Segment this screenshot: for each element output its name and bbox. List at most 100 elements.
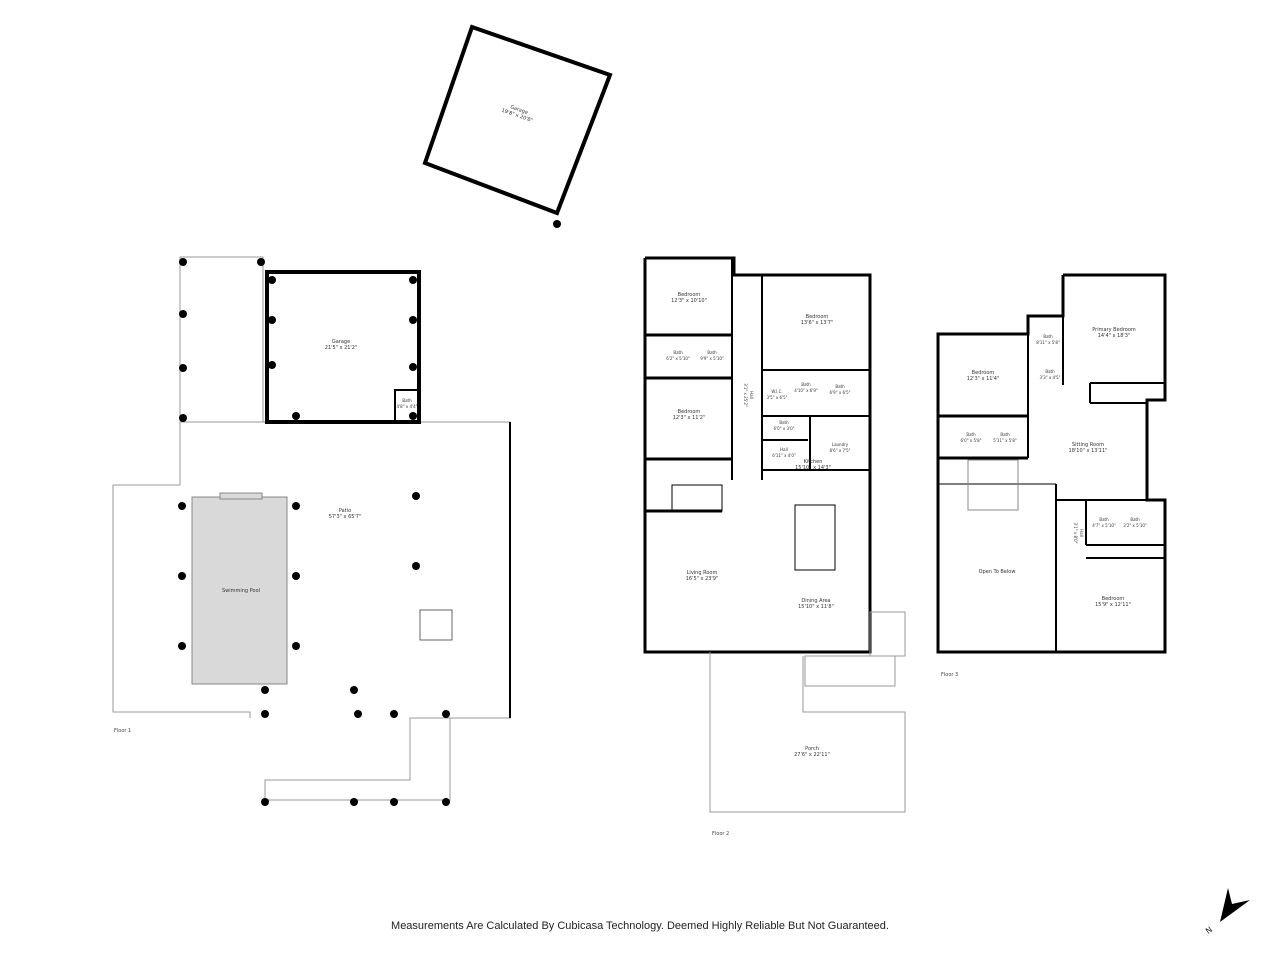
- room-dims: 3'1" x 25'2": [743, 383, 748, 407]
- floor2-porch: [709, 611, 906, 813]
- room-name: Primary Bedroom: [1092, 327, 1136, 333]
- floor1-walls: [112, 256, 511, 801]
- room-name: Bath: [707, 350, 717, 355]
- room-dims: 12'3" x 10'10": [671, 298, 707, 304]
- detached-garage-walls: [422, 24, 613, 228]
- room-name: Bath: [673, 350, 683, 355]
- room-name: Sitting Room: [1071, 442, 1105, 448]
- room-dims: 3'1" x 8'0": [1073, 522, 1078, 544]
- room-dims: 14'4" x 18'3": [1097, 333, 1131, 339]
- room-name: Bath: [835, 384, 845, 389]
- room-dims: 4'8" x 4'4": [396, 404, 418, 409]
- room-name: W.I.C.: [771, 389, 783, 394]
- room-name: Bedroom: [677, 409, 701, 415]
- room-dims: 21'5" x 21'2": [324, 345, 358, 351]
- room-name: Bath: [801, 382, 811, 387]
- disclaimer-footer: Measurements Are Calculated By Cubicasa …: [391, 920, 889, 932]
- floor1-columns: [178, 258, 450, 806]
- room-name: Bath: [779, 420, 789, 425]
- room-dims: 57'3" x 65'7": [328, 514, 362, 520]
- room-dims: 8'11" x 5'8": [1036, 340, 1060, 345]
- room-dims: 3'2" x 5'10": [1123, 523, 1147, 528]
- room-dims: 15'9" x 12'11": [1095, 602, 1131, 608]
- room-dims: 3'3" x 4'5": [1039, 375, 1061, 380]
- room-name: Swimming Pool: [221, 588, 261, 594]
- room-dims: 3'5" x 6'5": [766, 395, 788, 400]
- room-dims: 9'9" x 5'10": [700, 356, 724, 361]
- room-dims: 12'3" x 11'4": [966, 376, 1000, 382]
- room-name: Open To Below: [978, 569, 1016, 575]
- room-name: Dining Area: [801, 598, 831, 604]
- room-name: Bath: [1099, 517, 1109, 522]
- room-label-pool: Swimming Pool: [222, 588, 260, 594]
- room-label-open-to-below: Open To Below: [979, 569, 1016, 575]
- room-dims: 18'10" x 13'11": [1068, 448, 1108, 454]
- room-name: Laundry: [831, 442, 849, 447]
- room-name: Bedroom: [677, 292, 701, 298]
- room-name: Bath: [1045, 369, 1055, 374]
- room-name: Hall: [749, 391, 754, 399]
- room-name: Bedroom: [805, 314, 829, 320]
- room-dims: 13'6" x 13'7": [800, 320, 834, 326]
- room-name: Bedroom: [1101, 596, 1125, 602]
- room-name: Porch: [805, 746, 819, 752]
- room-dims: 6'11" x 4'0": [772, 453, 796, 458]
- room-dims: 12'3" x 11'2": [672, 415, 706, 421]
- room-dims: 8'6" x 7'5": [829, 448, 851, 453]
- room-dims: 4'7" x 5'10": [1092, 523, 1116, 528]
- room-name: Hall: [780, 447, 788, 452]
- north-arrow-icon: [1220, 888, 1250, 922]
- room-name: Bath: [1043, 334, 1053, 339]
- room-dims: 4'10" x 6'9": [794, 388, 818, 393]
- room-label-wic: W.I.C.3'5" x 6'5": [767, 389, 788, 401]
- room-dims: 6'0" x 5'8": [960, 438, 982, 443]
- floor3-walls: [936, 273, 1167, 654]
- floor-1-label: Floor 1: [114, 728, 132, 734]
- room-name: Living Room: [686, 570, 718, 576]
- floor1-garage-walls: [265, 270, 421, 424]
- floor-3-label: Floor 3: [941, 672, 959, 678]
- room-name: Kitchen: [803, 459, 823, 465]
- room-dims: 15'10" x 14'3": [795, 465, 831, 471]
- room-dims: 6'9" x 6'5": [829, 390, 851, 395]
- room-name: Bath: [1000, 432, 1010, 437]
- floor-2-label: Floor 2: [712, 831, 730, 837]
- room-dims: 6'2" x 5'10": [666, 356, 690, 361]
- room-name: Hall: [1079, 529, 1084, 537]
- room-dims: 6'0" x 3'0": [773, 426, 795, 431]
- room-dims: 16'5" x 23'9": [685, 576, 719, 582]
- room-name: Garage: [331, 339, 351, 345]
- room-name: Bedroom: [971, 370, 995, 376]
- room-dims: 15'10" x 11'8": [798, 604, 834, 610]
- room-name: Patio: [338, 508, 352, 514]
- floor2-walls: [643, 256, 872, 654]
